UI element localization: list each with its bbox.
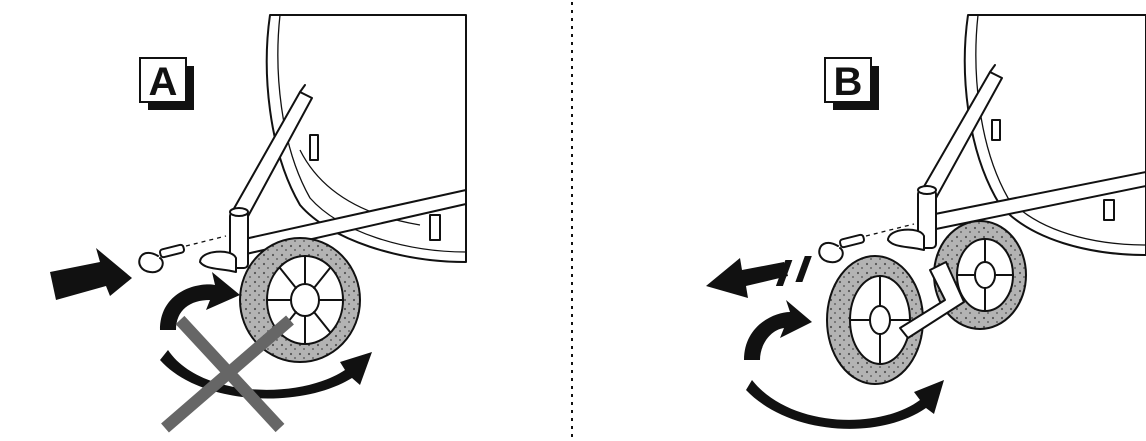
panel-b-label-text: B: [834, 60, 863, 104]
panel-a: A: [0, 15, 466, 428]
panel-a-label-text: A: [149, 60, 178, 104]
panel-b-label: B: [825, 58, 879, 110]
mower-deck-a: [200, 15, 466, 272]
remove-arrow-icon: [706, 256, 812, 298]
panel-b: B: [706, 15, 1146, 429]
wheel-icon: [827, 256, 964, 384]
panel-a-label: A: [140, 58, 194, 110]
insert-arrow-icon: [0, 248, 132, 316]
mower-deck-b: [888, 15, 1146, 255]
